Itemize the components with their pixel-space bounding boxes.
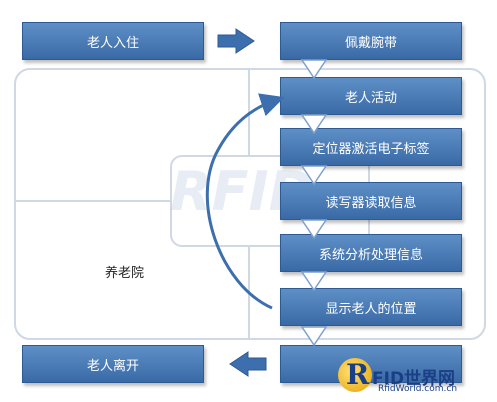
nursing-home-label: 养老院 [105, 266, 145, 281]
step-check-in: 老人入住 [22, 22, 204, 60]
step-activate-tag: 定位器激活电子标签 [280, 128, 462, 166]
logo-url: RfidWorld.com.cn [378, 384, 458, 394]
down-triangle-icon [300, 114, 328, 135]
arrow-right-icon [217, 28, 255, 54]
down-triangle-icon [300, 271, 328, 292]
arrow-left-icon [229, 351, 267, 377]
rfid-world-logo: R FID世界网 RfidWorld.com.cn [338, 356, 494, 398]
step-activity: 老人活动 [280, 77, 462, 115]
step-wear-band: 佩戴腕带 [280, 22, 462, 60]
frame-divider-horizontal [16, 200, 248, 202]
down-triangle-icon [300, 326, 328, 347]
logo-globe-icon [338, 358, 372, 392]
down-triangle-icon [300, 219, 328, 240]
logo-brand-prefix: R [346, 358, 370, 391]
down-triangle-icon [300, 165, 328, 186]
step-leave: 老人离开 [22, 345, 204, 383]
down-triangle-icon [300, 59, 328, 80]
loop-back-arrow [205, 93, 285, 310]
step-system-process: 系统分析处理信息 [280, 234, 462, 272]
logo-brand-text: FID世界网 [372, 369, 456, 389]
step-reader-read: 读写器读取信息 [280, 182, 462, 220]
step-show-position: 显示老人的位置 [280, 288, 462, 326]
